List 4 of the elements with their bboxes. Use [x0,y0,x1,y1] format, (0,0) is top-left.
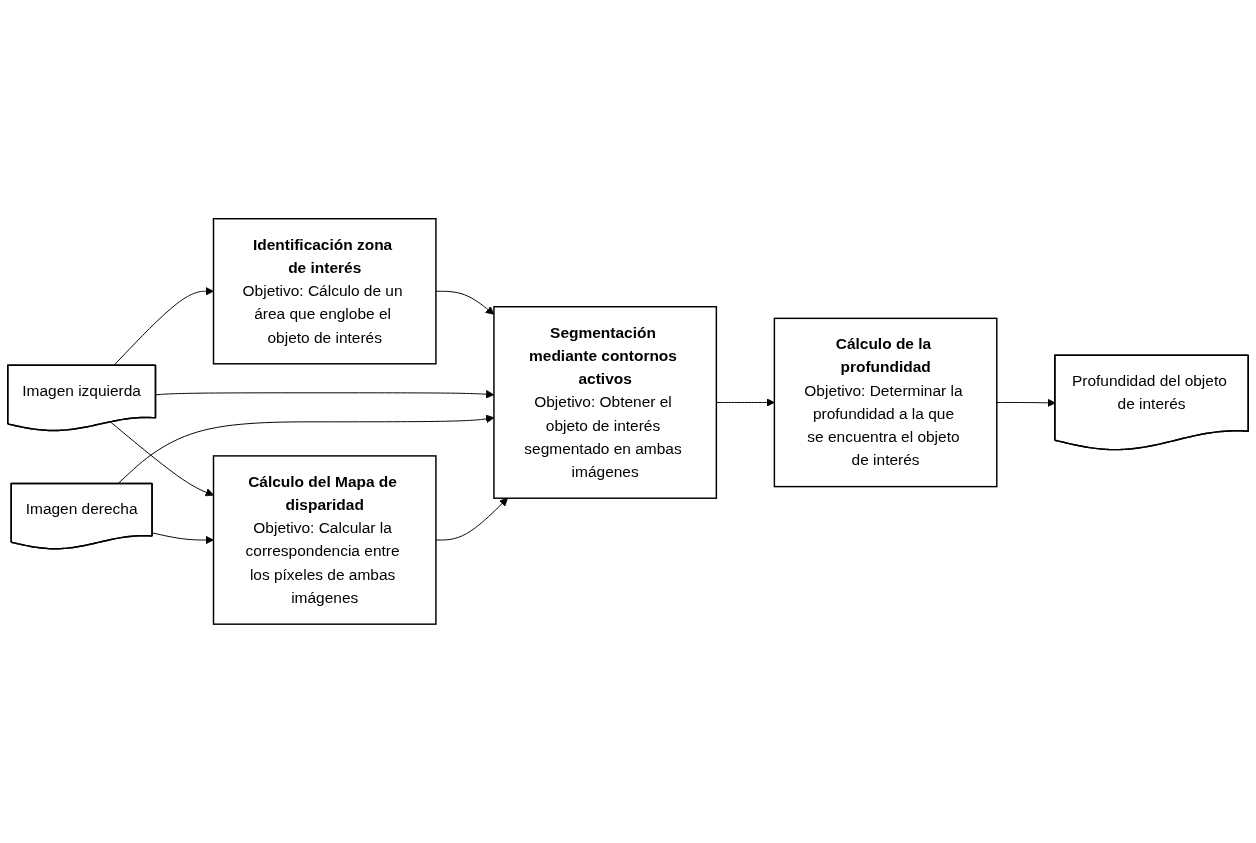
node-box: Segmentación mediante contornos activos Objetivo: Obtener el objeto de interés segmentado en ambas imágenes [493,306,718,499]
node-box: Cálculo de la profundidad Objetivo: Determinar la profundidad a la que se encuentra el objeto de interés [773,317,998,488]
node-box: Cálculo del Mapa de disparidad Objetivo: Calcular la correspondencia entre los píxeles de ambas imágenes [212,455,437,625]
node-box: Identificación zona de interés Objetivo: Cálculo de un área que englobe el objeto de interés [212,218,437,365]
